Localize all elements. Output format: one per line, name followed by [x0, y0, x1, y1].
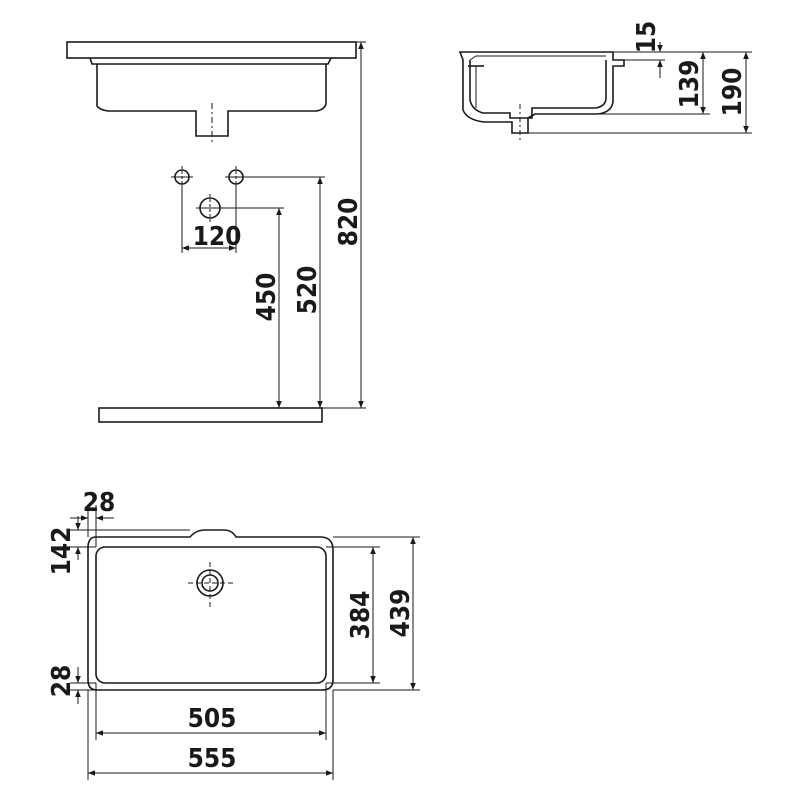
dim-tap-height: 520 — [293, 266, 323, 315]
basin-inner-profile — [469, 60, 607, 119]
tap-hole-right — [225, 166, 247, 188]
side-section: 15 139 190 — [458, 21, 752, 140]
dim-total-depth: 190 — [718, 68, 748, 117]
dim-rim-thickness: 15 — [632, 21, 662, 54]
dim-rim-height: 820 — [334, 198, 364, 247]
dim-inner-width: 505 — [188, 704, 237, 734]
waste-outlet-hole — [196, 194, 224, 222]
floor-section — [98, 407, 323, 423]
basin-outer-profile — [458, 51, 625, 134]
front-elevation: 120 450 520 820 — [66, 41, 366, 423]
drain-outlet — [188, 562, 236, 608]
countertop-section — [66, 41, 357, 59]
dim-outer-width: 555 — [188, 744, 237, 774]
dim-front-wall: 28 — [47, 665, 77, 698]
basin-body-front — [96, 64, 327, 137]
dim-inner-depth: 384 — [346, 591, 376, 640]
dim-tap-spacing: 120 — [193, 222, 242, 252]
tap-hole-left — [171, 166, 193, 188]
basin-inner-outline — [95, 546, 327, 684]
dim-back-ledge: 142 — [47, 527, 77, 576]
plan-view: 28 142 28 384 439 505 555 — [47, 488, 420, 780]
dim-bowl-depth: 139 — [675, 60, 705, 109]
dim-waste-height: 450 — [252, 273, 282, 322]
basin-outer-outline — [87, 529, 334, 691]
dim-outer-depth: 439 — [386, 589, 416, 638]
dim-wall-side: 28 — [83, 488, 116, 518]
